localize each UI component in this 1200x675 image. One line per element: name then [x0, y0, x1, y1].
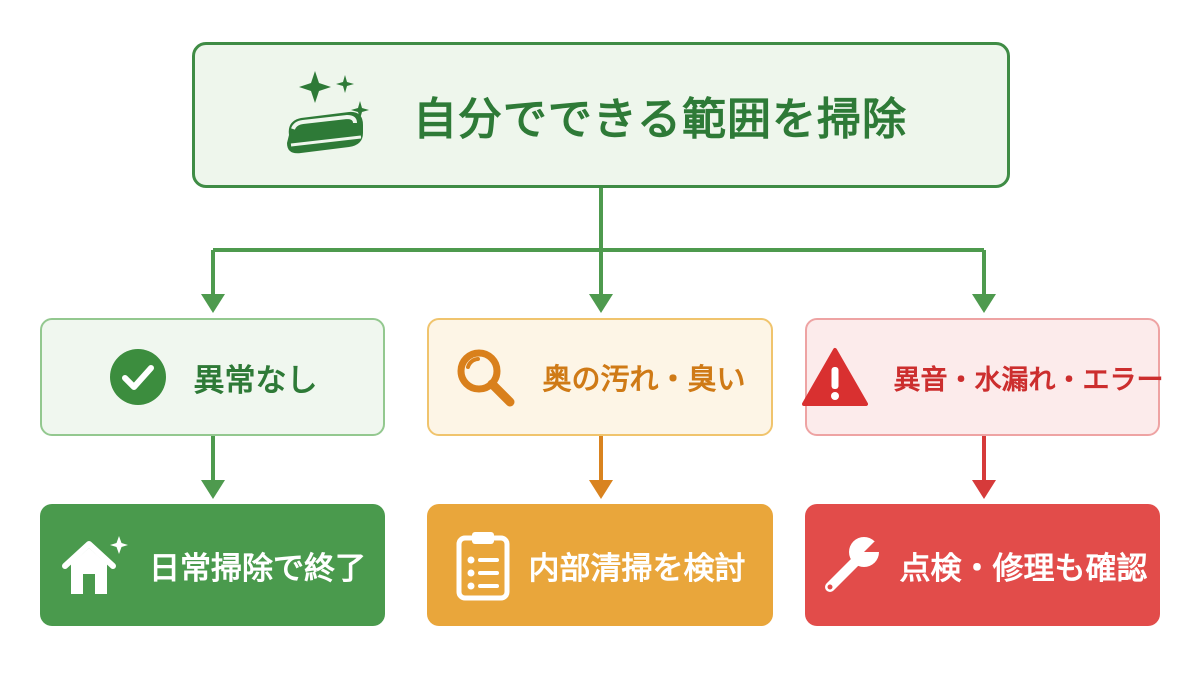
magnifier-icon — [457, 349, 515, 407]
check-circle-icon — [109, 349, 166, 405]
condition-label: 奥の汚れ・臭い — [542, 362, 746, 396]
house-sparkle-icon — [62, 536, 128, 594]
arrow-to-cond-green — [201, 294, 225, 313]
warning-triangle-icon — [801, 348, 868, 406]
arrow-to-cond-red — [972, 294, 996, 313]
result-label: 点検・修理も確認 — [899, 550, 1148, 587]
root-connector — [211, 188, 986, 300]
sparkling-sponge-icon — [286, 71, 369, 154]
condition-label: 異音・水漏れ・エラー — [893, 364, 1164, 396]
result-internal-cleaning: 内部清掃を検討 — [427, 504, 773, 626]
result-label: 日常掃除で終了 — [149, 550, 366, 587]
red-branch-arrow — [972, 436, 996, 499]
condition-normal: 異常なし — [40, 318, 385, 436]
condition-label: 異常なし — [193, 362, 318, 399]
green-branch-arrow — [201, 436, 225, 499]
clipboard-list-icon — [456, 532, 509, 601]
arrow-to-cond-orange — [589, 294, 613, 313]
wrench-icon — [824, 537, 882, 592]
root-node: 自分でできる範囲を掃除 — [192, 42, 1010, 188]
condition-malfunction: 異音・水漏れ・エラー — [801, 318, 1164, 436]
result-daily-cleaning: 日常掃除で終了 — [40, 504, 385, 626]
root-title: 自分でできる範囲を掃除 — [412, 94, 908, 145]
condition-dirt-odor: 奥の汚れ・臭い — [427, 318, 773, 436]
result-inspection-repair: 点検・修理も確認 — [805, 504, 1160, 626]
orange-branch-arrow — [589, 436, 613, 499]
result-label: 内部清掃を検討 — [528, 550, 746, 587]
